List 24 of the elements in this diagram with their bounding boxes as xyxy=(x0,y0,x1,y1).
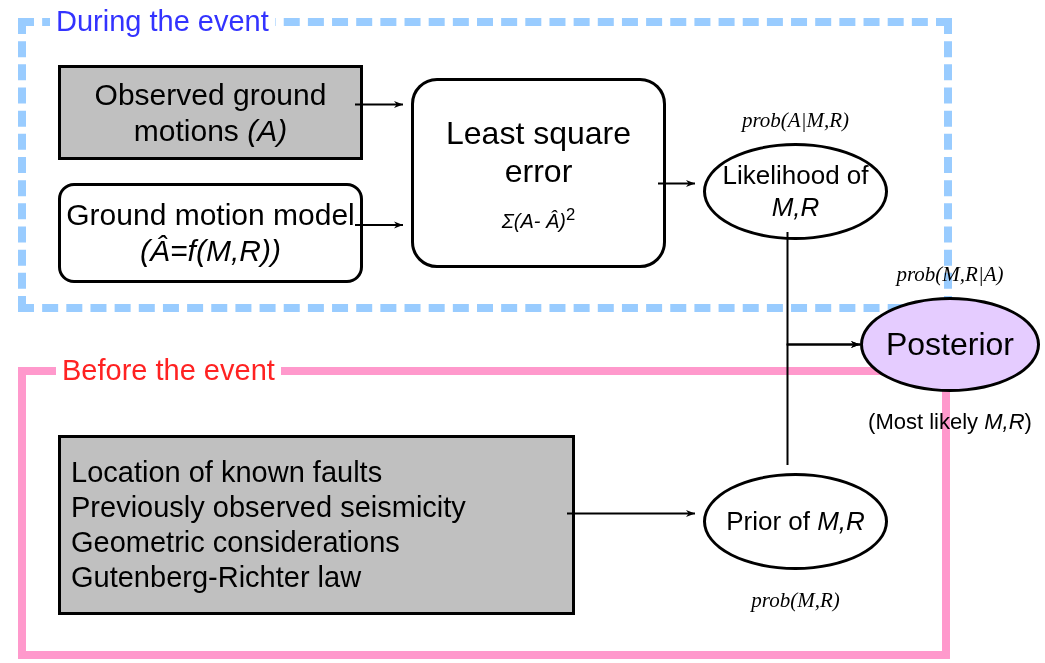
node-label: Gutenberg-Richter law xyxy=(71,559,363,595)
node-label: Location of known faults xyxy=(71,455,384,491)
formula: Σ(A- Â)$^{2}$ xyxy=(501,204,576,233)
node-caption: (Most likely M,R) xyxy=(868,409,1032,435)
node-label: Geometric considerations xyxy=(71,525,401,560)
arrow xyxy=(354,100,404,109)
node-label: Posterior xyxy=(885,325,1014,364)
process-box xyxy=(411,78,666,268)
arrow xyxy=(354,221,404,229)
probability-label: prob(M,R|A) xyxy=(896,262,1004,287)
process-box xyxy=(58,65,363,160)
node-label: Observed ground motions (A) xyxy=(93,76,328,149)
process-box xyxy=(58,435,575,615)
node-label: Prior of M,R xyxy=(726,505,865,538)
node-label: Ground motion model (Â=f(M,R)) xyxy=(65,197,356,269)
node-label: Previously observed seismicity xyxy=(71,490,467,525)
arrow xyxy=(786,340,861,466)
arrow xyxy=(566,509,696,518)
node-label: Least square error xyxy=(445,113,632,191)
process-box xyxy=(58,183,363,283)
arrow xyxy=(657,179,696,188)
probability-label: prob(A|M,R) xyxy=(741,108,850,133)
probability-label: prob(M,R) xyxy=(751,588,840,613)
node-label: Likelihood of M,R xyxy=(721,160,870,223)
